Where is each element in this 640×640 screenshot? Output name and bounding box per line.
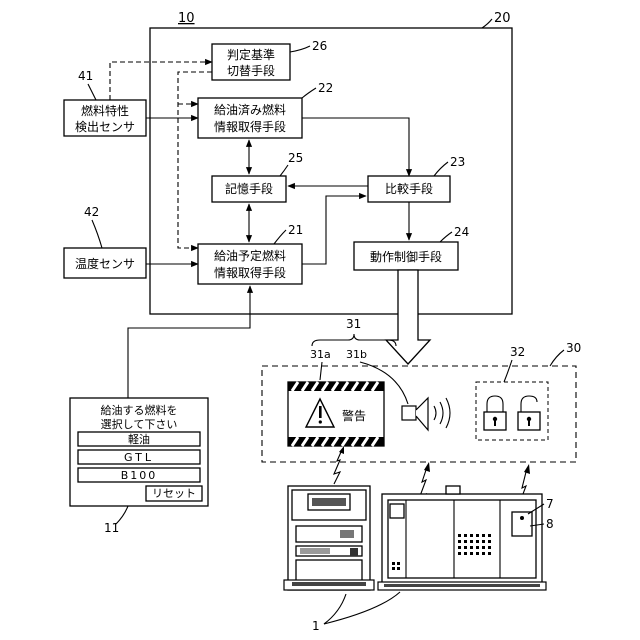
hazard-stripes-top bbox=[288, 382, 384, 391]
machine-side-view bbox=[378, 486, 546, 590]
ref-20: 20 bbox=[494, 11, 511, 26]
storage-label: 記憶手段 bbox=[225, 181, 273, 196]
leader-31a bbox=[320, 362, 322, 380]
machine-front-view bbox=[284, 486, 374, 590]
ref-1: 1 bbox=[312, 619, 320, 633]
fuel-sensor-label-1: 燃料特性 bbox=[81, 103, 129, 118]
leader-30 bbox=[550, 350, 564, 366]
lock-open-icon bbox=[518, 396, 540, 430]
signal-arrow-speaker bbox=[424, 462, 430, 472]
temp-sensor-label: 温度センサ bbox=[75, 256, 135, 271]
planned-info-label-1: 給油予定燃料 bbox=[214, 248, 286, 263]
refueled-info-label-1: 給油済み燃料 bbox=[214, 102, 286, 117]
lock-closed-icon bbox=[484, 396, 506, 430]
ref-41: 41 bbox=[78, 69, 93, 83]
warning-display bbox=[288, 382, 384, 446]
ref-22: 22 bbox=[318, 81, 333, 95]
ref-25: 25 bbox=[288, 151, 303, 165]
ref-7: 7 bbox=[546, 497, 554, 511]
leader-32 bbox=[504, 360, 512, 382]
ref-26: 26 bbox=[312, 39, 327, 53]
warning-text: 警告 bbox=[342, 408, 366, 423]
leader-11 bbox=[116, 506, 128, 524]
panel-prompt-2: 選択して下さい bbox=[101, 417, 178, 431]
reset-button[interactable]: リセット bbox=[146, 486, 202, 501]
signal-zigzag-display bbox=[334, 452, 341, 484]
ref-31a: 31a bbox=[310, 348, 331, 361]
signal-arrow-display bbox=[339, 446, 344, 454]
fuel-sensor-label-2: 検出センサ bbox=[75, 120, 135, 134]
ref-42: 42 bbox=[84, 205, 99, 219]
hazard-stripes-bottom bbox=[288, 437, 384, 446]
ref-24: 24 bbox=[454, 225, 469, 239]
criteria-switch-label-1: 判定基準 bbox=[227, 47, 275, 62]
brace-31 bbox=[312, 334, 396, 346]
ref-30: 30 bbox=[566, 341, 581, 355]
fuel-option-diesel-label: 軽油 bbox=[128, 432, 150, 446]
fuel-option-b100[interactable]: B100 bbox=[78, 468, 200, 482]
fuel-option-gtl[interactable]: GTL bbox=[78, 450, 200, 464]
ref-31: 31 bbox=[346, 317, 361, 331]
operation-control-label: 動作制御手段 bbox=[370, 249, 442, 264]
leader-20 bbox=[482, 19, 492, 28]
fuel-option-diesel[interactable]: 軽油 bbox=[78, 432, 200, 446]
speaker-icon bbox=[402, 398, 450, 430]
ref-32: 32 bbox=[510, 345, 525, 359]
ref-31b: 31b bbox=[346, 348, 367, 361]
ref-23: 23 bbox=[450, 155, 465, 169]
ref-10: 10 bbox=[178, 11, 195, 26]
ref-8: 8 bbox=[546, 517, 554, 531]
fuel-option-b100-label: B100 bbox=[121, 469, 158, 482]
leader-42 bbox=[92, 220, 102, 248]
planned-info-label-2: 情報取得手段 bbox=[214, 265, 286, 280]
refueled-info-label-2: 情報取得手段 bbox=[214, 119, 286, 134]
ref-21: 21 bbox=[288, 223, 303, 237]
compare-label: 比較手段 bbox=[385, 181, 433, 196]
leader-41 bbox=[88, 84, 96, 100]
fuel-option-gtl-label: GTL bbox=[124, 451, 154, 464]
signal-arrow-lock bbox=[524, 464, 530, 474]
leader-1-a bbox=[324, 594, 346, 624]
reset-button-label: リセット bbox=[152, 487, 196, 500]
panel-prompt-1: 給油する燃料を bbox=[101, 403, 178, 417]
leader-1-b bbox=[324, 592, 400, 624]
criteria-switch-label-2: 切替手段 bbox=[227, 63, 275, 78]
